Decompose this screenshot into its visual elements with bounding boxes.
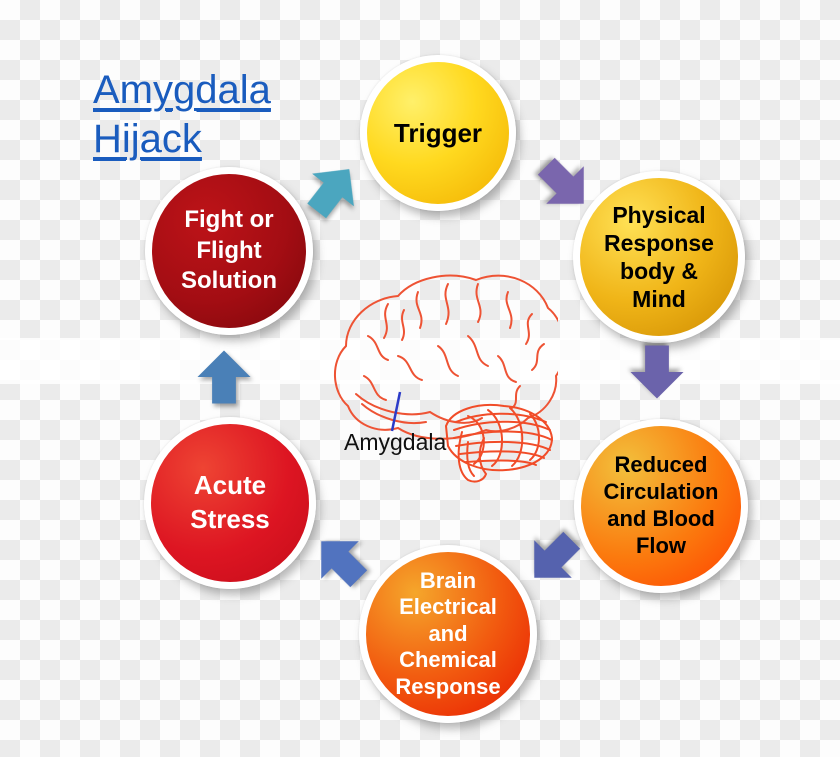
amygdala-label: Amygdala: [344, 429, 447, 455]
node-trigger: Trigger: [360, 55, 516, 211]
arrow-trigger-to-physical-icon: [537, 157, 584, 204]
arrow-fight-to-trigger-icon: [307, 169, 354, 219]
brain-illustration: [328, 266, 566, 486]
arrow-reduced-to-brain-icon: [534, 531, 581, 578]
amygdala-pointer-line: [390, 391, 402, 432]
page-title: Amygdala Hijack: [93, 66, 353, 164]
arrow-acute-to-fight-icon: [197, 350, 251, 404]
brain-line-art-icon: [333, 274, 566, 483]
node-trigger-label: Trigger: [393, 117, 483, 148]
page-title-line2: Hijack: [93, 116, 202, 161]
node-reduced-circulation-label: Reduced Circulation and Blood Flow: [603, 452, 719, 558]
node-reduced-circulation: Reduced Circulation and Blood Flow: [574, 419, 748, 593]
node-fight-or-flight-label: Fight or Flight Solution: [181, 205, 277, 295]
node-fight-or-flight: Fight or Flight Solution: [145, 167, 313, 335]
arrow-physical-to-reduced-icon: [630, 345, 684, 399]
node-physical-response: Physical Response body & Mind: [573, 171, 745, 343]
node-acute-stress-label: Acute Stress: [190, 470, 270, 534]
white-band: [0, 338, 840, 384]
arrow-brain-to-acute-icon: [321, 541, 368, 588]
node-physical-response-label: Physical Response body & Mind: [604, 201, 714, 313]
node-brain-response: Brain Electrical and Chemical Response: [359, 545, 537, 723]
page-title-line1: Amygdala: [93, 68, 271, 112]
node-brain-response-label: Brain Electrical and Chemical Response: [395, 568, 501, 699]
node-acute-stress: Acute Stress: [144, 417, 316, 589]
